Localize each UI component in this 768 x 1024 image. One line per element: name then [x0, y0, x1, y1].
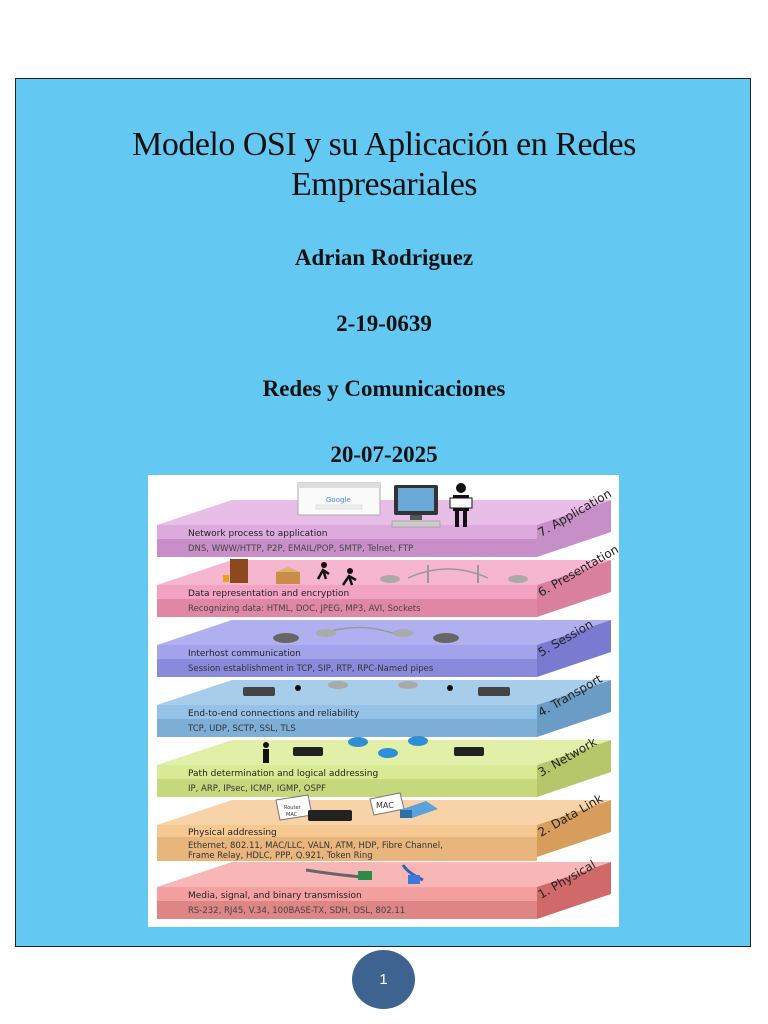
layer-2-protocols-line2: Frame Relay, HDLC, PPP, Q.921, Token Rin… — [188, 851, 373, 861]
network-cable-icon — [305, 864, 424, 884]
osi-model-figure: Network process to application DNS, WWW/… — [148, 475, 621, 927]
router-tag-line1: Router — [284, 805, 302, 811]
layer-1-protocols: RS-232, RJ45, V.34, 100BASE-TX, SDH, DSL… — [188, 906, 405, 916]
course-name: Redes y Comunicaciones — [262, 376, 506, 401]
mac-tag-icon: Router MAC MAC — [275, 792, 438, 821]
layer-2-heading: Physical addressing — [188, 828, 277, 838]
osi-layer-network: Path determination and logical addressin… — [157, 735, 611, 797]
osi-layer-physical: Media, signal, and binary transmission R… — [157, 857, 611, 919]
osi-layer-application: Network process to application DNS, WWW/… — [157, 486, 614, 557]
google-logo: Google — [326, 496, 351, 504]
layer-6-protocols: Recognizing data: HTML, DOC, JPEG, MP3, … — [188, 604, 421, 614]
layer-4-protocols: TCP, UDP, SCTP, SSL, TLS — [187, 724, 296, 734]
student-id: 2-19-0639 — [336, 311, 432, 336]
bridge-icon-session — [273, 626, 459, 643]
document-date: 20-07-2025 — [330, 442, 438, 467]
package-box-icon — [276, 567, 300, 584]
layer-4-heading: End-to-end connections and reliability — [188, 709, 360, 719]
running-person-icon — [316, 562, 357, 586]
layer-3-heading: Path determination and logical addressin… — [188, 769, 378, 779]
browser-window-icon: Google — [297, 482, 381, 516]
layer-5-protocols: Session establishment in TCP, SIP, RTP, … — [188, 664, 434, 674]
layer-7-protocols: DNS, WWW/HTTP, P2P, EMAIL/POP, SMTP, Tel… — [188, 544, 413, 554]
layer-5-heading: Interhost communication — [188, 649, 301, 659]
router-tag-line2: MAC — [286, 812, 298, 818]
layer-3-protocols: IP, ARP, IPsec, ICMP, IGMP, OSPF — [188, 784, 326, 794]
osi-layer-stack: Network process to application DNS, WWW/… — [157, 482, 621, 919]
osi-layer-data-link: Physical addressing Ethernet, 802.11, MA… — [157, 791, 611, 861]
osi-layer-transport: End-to-end connections and reliability T… — [157, 672, 611, 737]
mac-tag-label: MAC — [376, 801, 394, 810]
author-name: Adrian Rodriguez — [294, 245, 474, 270]
wifi-router-icon — [263, 736, 484, 763]
router-transport-icon — [243, 681, 510, 696]
layer-1-heading: Media, signal, and binary transmission — [188, 891, 362, 901]
user-person-icon — [449, 483, 473, 527]
osi-layer-session: Interhost communication Session establis… — [157, 617, 611, 677]
bridge-icon — [380, 565, 528, 583]
title-line-2: Empresariales — [290, 166, 478, 203]
layer-7-heading: Network process to application — [188, 529, 327, 539]
layer-2-protocols-line1: Ethernet, 802.11, MAC/LLC, VALN, ATM, HD… — [188, 841, 443, 851]
osi-layer-presentation: Data representation and encryption Recog… — [157, 542, 621, 617]
document-title: Modelo OSI y su Aplicación en Redes Empr… — [0, 125, 768, 205]
desktop-computer-icon — [391, 485, 441, 528]
door-icon — [223, 559, 248, 583]
title-line-1: Modelo OSI y su Aplicación en Redes — [132, 126, 636, 163]
layer-6-heading: Data representation and encryption — [188, 589, 349, 599]
page-number: 1 — [352, 950, 415, 1009]
